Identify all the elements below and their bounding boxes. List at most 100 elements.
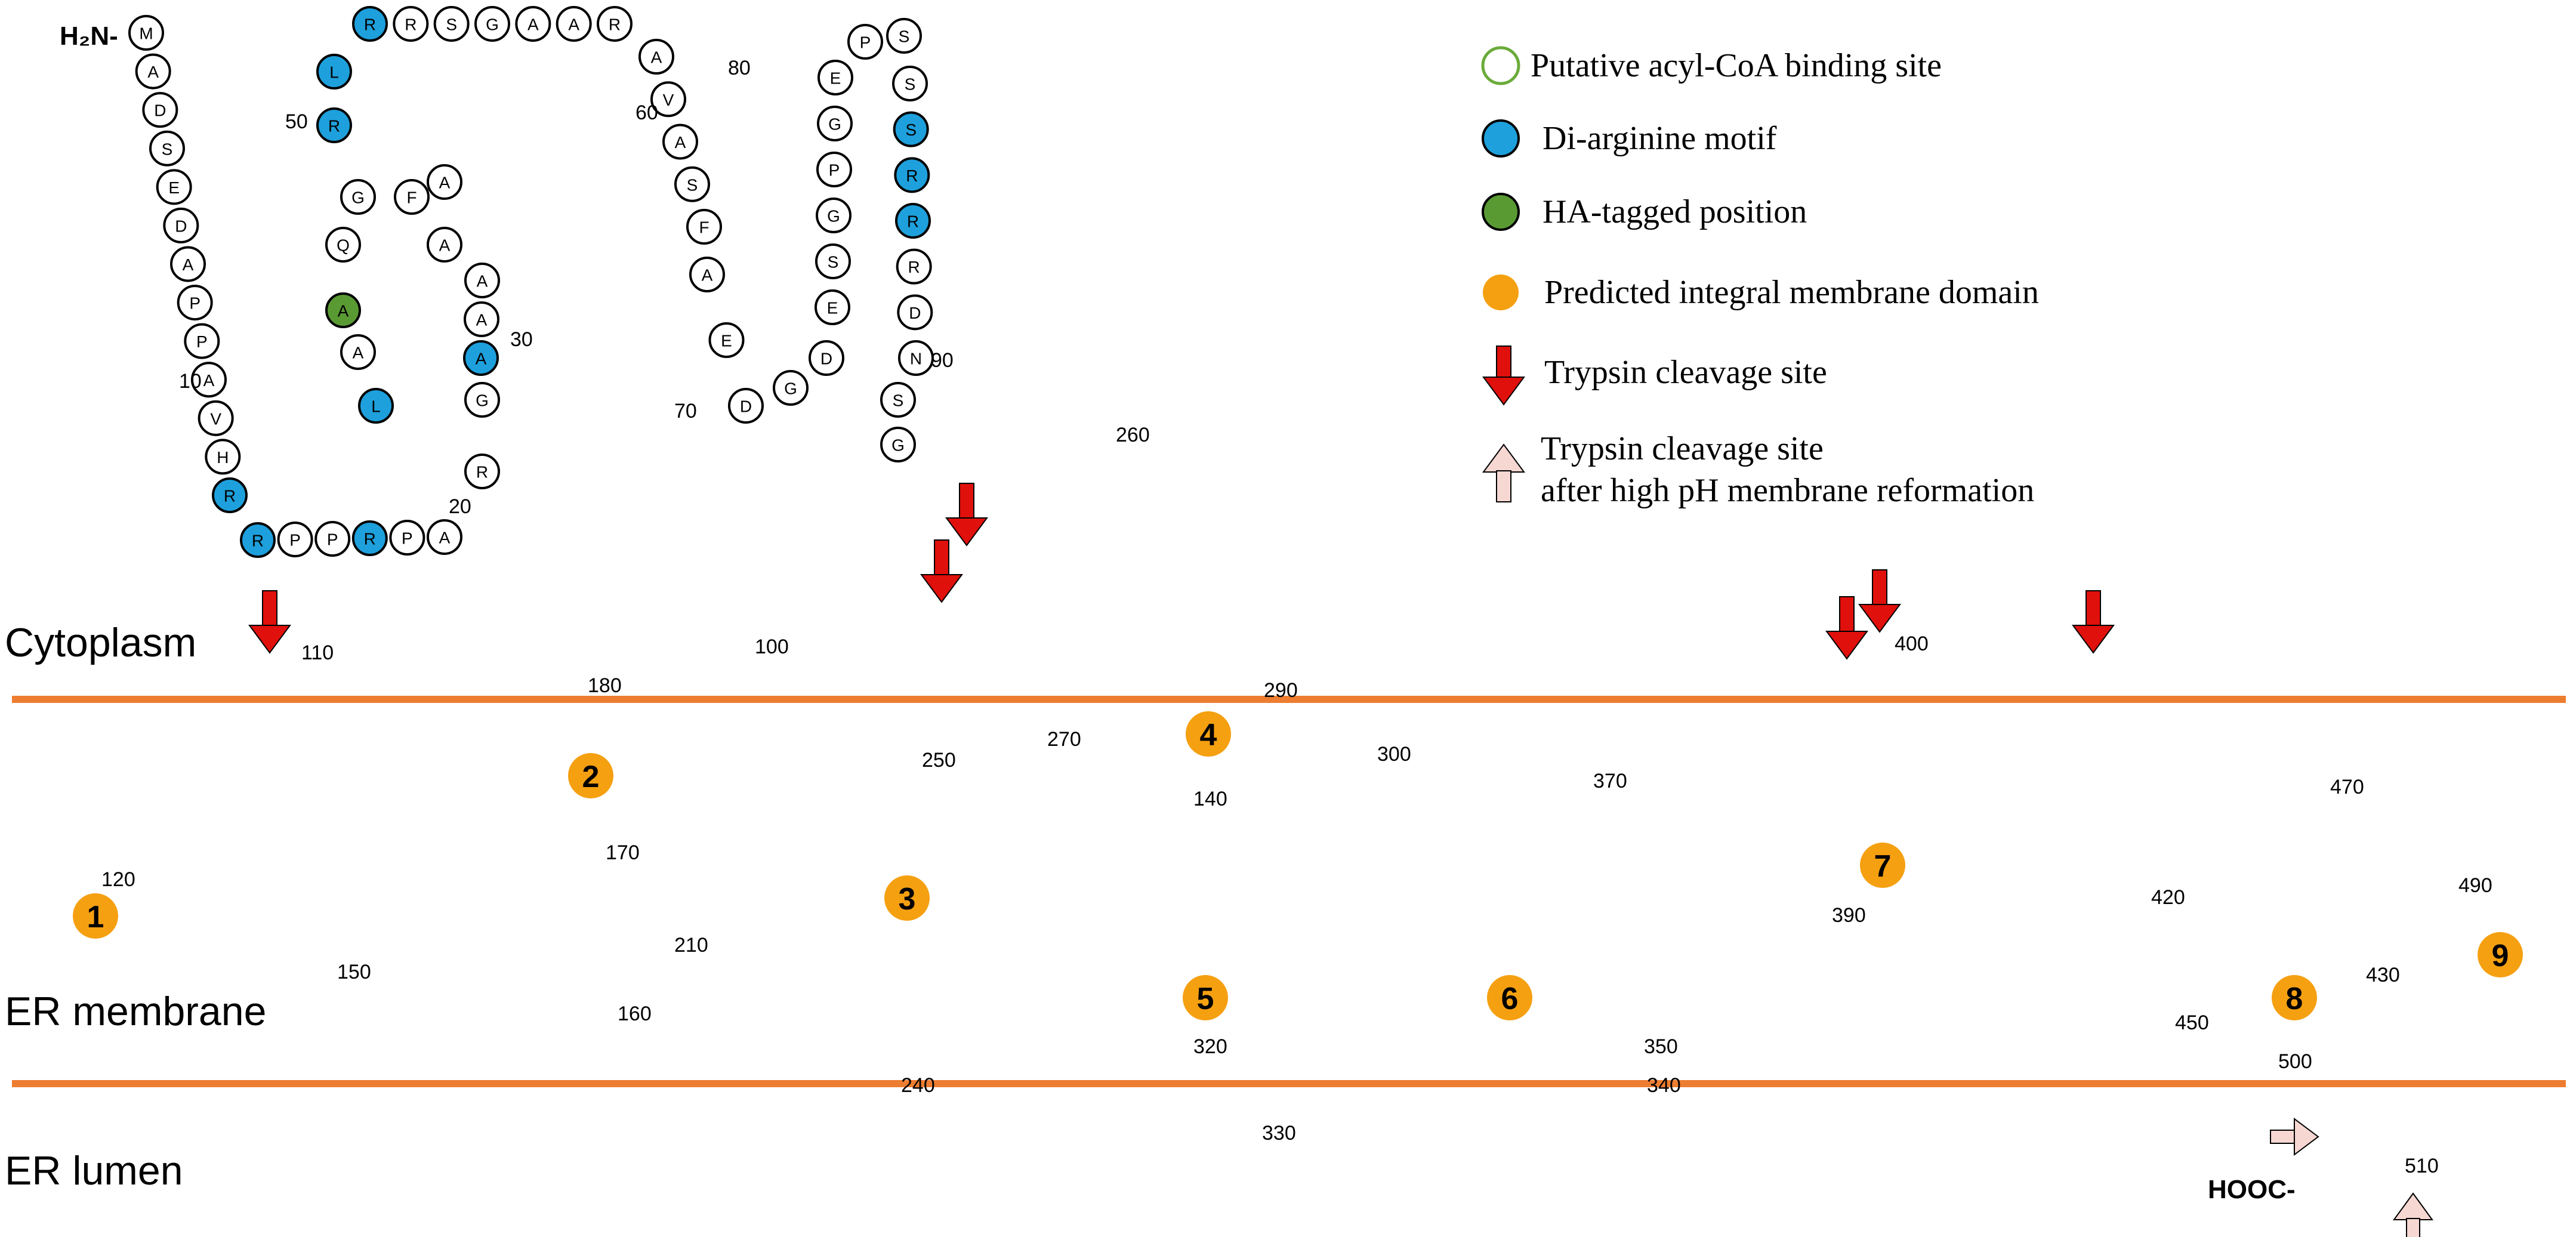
residue: R <box>464 454 500 489</box>
svg-text:L: L <box>371 397 381 416</box>
position-number: 30 <box>510 328 533 351</box>
svg-text:A: A <box>439 236 451 255</box>
residue: P <box>816 152 852 187</box>
svg-text:A: A <box>203 371 215 390</box>
svg-text:H: H <box>217 448 229 467</box>
residue: A <box>135 53 171 90</box>
svg-text:R: R <box>364 530 376 548</box>
position-number: 490 <box>2458 874 2492 897</box>
residue: A <box>638 39 674 75</box>
residue: R <box>597 6 633 42</box>
svg-text:A: A <box>439 174 451 192</box>
residue: L <box>316 54 352 90</box>
position-number: 50 <box>285 110 308 133</box>
residue: S <box>433 6 470 42</box>
svg-text:G: G <box>486 16 499 34</box>
svg-text:N: N <box>910 350 922 368</box>
legend-acyl-label: Putative acyl-CoA binding site <box>1531 47 1942 84</box>
residue: G <box>773 370 809 406</box>
legend-trypsin-label: Trypsin cleavage site <box>1544 354 1827 391</box>
svg-text:D: D <box>175 217 187 235</box>
trypsin-cleavage-arrow <box>920 539 963 603</box>
legend-tm-label: Predicted integral membrane domain <box>1544 274 2039 311</box>
residue: G <box>817 106 853 141</box>
membrane-domain-marker: 3 <box>884 875 930 921</box>
svg-text:R: R <box>907 212 919 231</box>
svg-text:F: F <box>406 189 417 207</box>
svg-text:A: A <box>527 16 539 34</box>
position-number: 210 <box>674 934 708 957</box>
position-number: 320 <box>1193 1035 1227 1058</box>
residue: A <box>515 6 551 42</box>
legend-ha-swatch <box>1482 193 1520 231</box>
residue: R <box>896 248 932 285</box>
svg-text:P: P <box>289 531 301 550</box>
svg-text:R: R <box>364 16 376 34</box>
region-er-lumen: ER lumen <box>5 1148 183 1193</box>
membrane-domain-marker: 2 <box>568 753 613 798</box>
svg-text:L: L <box>329 63 339 82</box>
svg-text:S: S <box>828 253 839 272</box>
svg-text:A: A <box>568 16 579 34</box>
svg-text:P: P <box>829 161 840 180</box>
svg-text:P: P <box>402 529 413 548</box>
residue: D <box>728 388 764 424</box>
position-number: 300 <box>1377 743 1411 766</box>
position-number: 500 <box>2278 1050 2312 1073</box>
residue: A <box>170 246 206 282</box>
legend-trypsin-high-ph-label2: after high pH membrane reformation <box>1541 472 2034 509</box>
svg-text:A: A <box>147 63 159 81</box>
residue: R <box>316 107 352 143</box>
svg-text:E: E <box>830 69 841 88</box>
residue: H <box>205 439 241 475</box>
svg-text:9: 9 <box>2492 939 2509 973</box>
position-number: 400 <box>1895 633 1929 655</box>
residue: G <box>880 427 916 462</box>
position-number: 120 <box>101 868 135 891</box>
residue: G <box>340 179 376 215</box>
position-number: 390 <box>1832 904 1866 927</box>
residue: A <box>191 362 227 398</box>
residue: P <box>314 521 351 557</box>
svg-text:5: 5 <box>1197 982 1214 1016</box>
residue: S <box>815 243 851 279</box>
legend-acyl-swatch <box>1481 46 1520 85</box>
svg-text:E: E <box>721 332 732 350</box>
residue: S <box>892 66 928 101</box>
svg-text:G: G <box>828 115 841 134</box>
membrane-domain-marker: 1 <box>73 893 118 939</box>
residue: S <box>674 166 710 202</box>
residue: R <box>240 522 276 558</box>
svg-text:G: G <box>827 207 840 226</box>
membrane-domain-marker: 7 <box>1860 843 1905 888</box>
svg-text:P: P <box>189 294 200 313</box>
position-number: 10 <box>179 370 202 393</box>
svg-text:2: 2 <box>582 760 600 794</box>
residue: E <box>817 60 853 95</box>
residue: A <box>427 164 462 200</box>
svg-text:S: S <box>899 27 910 46</box>
svg-text:A: A <box>183 255 194 274</box>
position-number: 90 <box>931 349 954 372</box>
position-number: 70 <box>674 400 697 422</box>
residue: P <box>389 520 425 556</box>
residue: R <box>351 520 388 556</box>
svg-text:8: 8 <box>2286 982 2303 1016</box>
trypsin-high-ph-arrow <box>2270 1118 2319 1156</box>
residue: G <box>816 198 852 233</box>
residue: A <box>427 519 462 555</box>
residue: P <box>184 323 220 359</box>
residue: E <box>156 169 192 205</box>
svg-text:E: E <box>827 299 838 317</box>
position-number: 60 <box>635 101 658 124</box>
residue: V <box>198 400 234 436</box>
svg-text:1: 1 <box>87 900 104 934</box>
svg-text:F: F <box>699 218 709 237</box>
residue: R <box>393 6 429 42</box>
position-number: 330 <box>1262 1122 1296 1145</box>
legend-trypsin-arrow-icon <box>1482 346 1525 406</box>
legend-di-arginine-swatch <box>1482 119 1520 158</box>
svg-text:D: D <box>909 304 921 322</box>
residue: D <box>142 92 178 128</box>
